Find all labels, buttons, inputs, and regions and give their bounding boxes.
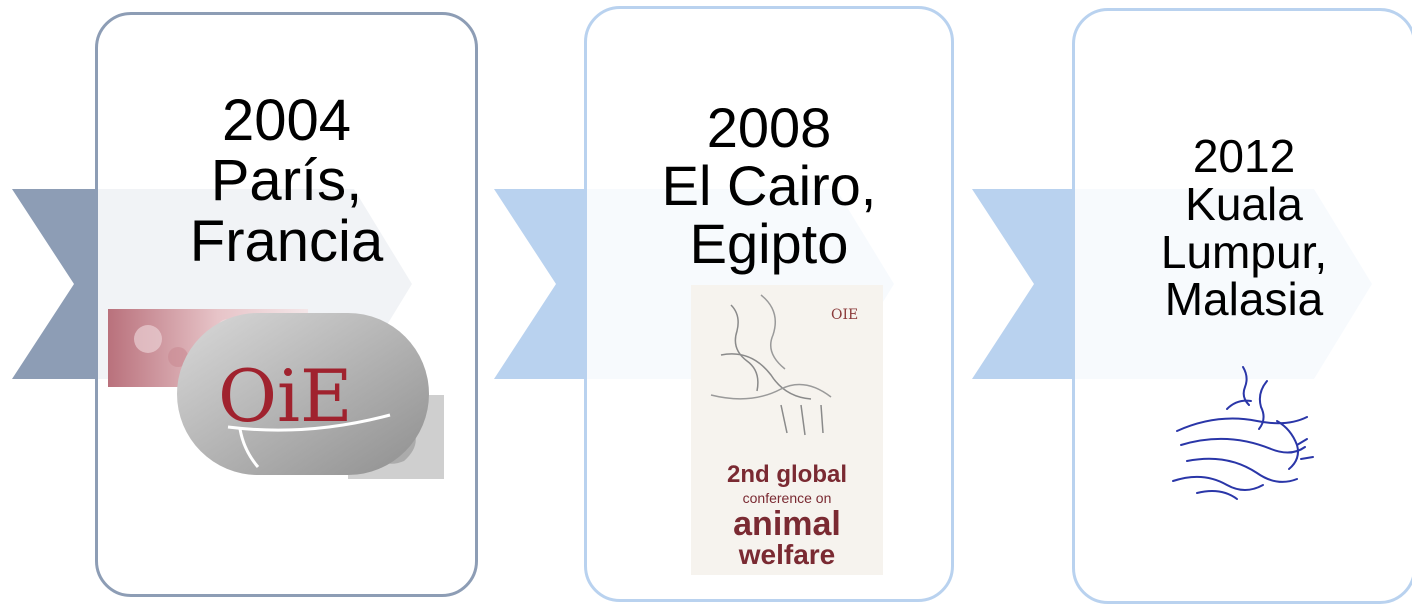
card-year: 2004	[221, 88, 352, 153]
animal-sketch-logo	[1172, 366, 1314, 500]
card-city: París,	[210, 148, 363, 214]
card-title: 2004 París, Francia	[98, 88, 475, 274]
svg-text:OIE: OIE	[831, 307, 858, 323]
card-year: 2008	[706, 96, 832, 159]
oie-logo: OiE	[108, 309, 444, 479]
poster-line-2: conference on	[742, 490, 832, 506]
card-country: Francia	[189, 208, 384, 274]
card-country: Malasia	[1164, 273, 1324, 326]
card-title: 2008 El Cairo, Egipto	[587, 96, 951, 276]
card-title: 2012 Kuala Lumpur, Malasia	[1075, 130, 1412, 326]
poster-line-1: 2nd global	[727, 461, 847, 488]
timeline-card-2004: 2004 París, Francia OiE	[95, 12, 478, 597]
card-city: Kuala	[1185, 177, 1303, 230]
card-city-line-2: Lumpur,	[1160, 225, 1328, 278]
poster-line-4: welfare	[738, 539, 836, 570]
timeline-card-2012: 2012 Kuala Lumpur, Malasia	[1072, 8, 1412, 604]
timeline-card-2008: 2008 El Cairo, Egipto OIE 2nd global con…	[584, 6, 954, 602]
animal-sketch-icon: OIE	[710, 294, 858, 436]
poster-line-3: animal	[733, 505, 841, 543]
card-country: Egipto	[689, 212, 849, 276]
card-year: 2012	[1192, 130, 1296, 182]
svg-text:OiE: OiE	[218, 354, 353, 438]
card-city: El Cairo,	[661, 154, 877, 218]
conference-poster-logo: OIE 2nd global conference on animal welf…	[691, 285, 883, 575]
